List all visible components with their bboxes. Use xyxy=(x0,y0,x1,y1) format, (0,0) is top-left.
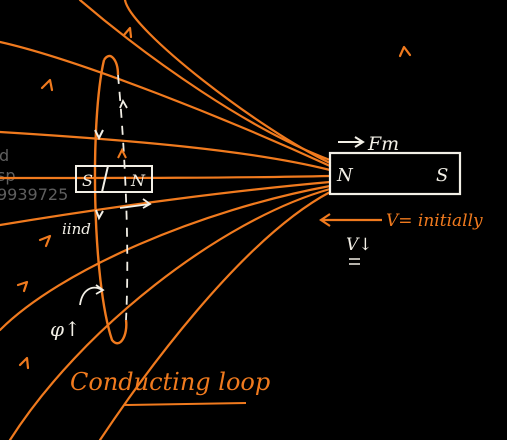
field-line-arrows xyxy=(16,26,412,370)
force-annotation: Fm xyxy=(338,133,399,155)
loop-front-edge xyxy=(93,59,128,345)
induced-current-label: iind xyxy=(62,220,91,238)
force-arrow xyxy=(338,136,365,148)
field-line-9 xyxy=(98,190,332,440)
field-arrow-4 xyxy=(16,280,29,293)
induced-magnet-north-label: N xyxy=(130,171,146,190)
loop-top xyxy=(102,54,120,76)
conducting-loop xyxy=(93,54,129,345)
caption-underline xyxy=(123,402,247,406)
velocity-decreasing-label: V↓ xyxy=(346,235,373,255)
bar-magnet: N S xyxy=(328,151,462,196)
force-label: Fm xyxy=(367,133,399,155)
field-line-2 xyxy=(123,0,332,165)
watermark-fragment-3: 9939725 xyxy=(0,185,68,204)
loop-current-arrow-up-2 xyxy=(119,98,128,109)
watermark-fragment-2: sp xyxy=(0,166,16,185)
field-arrow-5 xyxy=(18,356,30,370)
field-lines xyxy=(0,0,332,440)
induced-magnet-box xyxy=(75,165,153,193)
bar-magnet-north-label: N xyxy=(336,165,354,186)
field-line-6 xyxy=(0,180,332,227)
induced-magnet: S N xyxy=(75,165,153,193)
loop-current-arrow-up xyxy=(117,147,127,159)
flux-curved-arrow xyxy=(79,284,105,306)
field-arrow-3 xyxy=(38,234,52,248)
watermark-fragment-1: d xyxy=(0,146,9,165)
caption: Conducting loop xyxy=(70,368,270,406)
loop-side-arrow xyxy=(119,198,152,209)
watermark: d sp 9939725 xyxy=(0,146,68,204)
flux-annotation: φ↑ xyxy=(50,284,105,341)
field-line-7 xyxy=(0,184,332,332)
field-arrow-1 xyxy=(122,26,133,39)
velocity-annotation: V= initially V↓ xyxy=(319,211,483,265)
field-line-4 xyxy=(0,130,332,172)
induced-magnet-divider xyxy=(101,165,109,193)
field-line-8 xyxy=(8,187,332,440)
bar-magnet-body xyxy=(328,151,462,196)
velocity-label: V= initially xyxy=(386,211,483,231)
caption-text: Conducting loop xyxy=(70,368,270,396)
field-line-5 xyxy=(0,174,332,180)
velocity-arrow xyxy=(319,213,382,227)
field-line-3 xyxy=(0,40,332,168)
loop-current-arrow-down-2 xyxy=(95,209,104,221)
bar-magnet-south-label: S xyxy=(436,165,448,186)
loop-current-arrow-down xyxy=(94,129,104,141)
flux-label: φ↑ xyxy=(50,317,81,341)
field-arrow-6 xyxy=(398,45,412,58)
field-arrow-2 xyxy=(40,78,54,92)
induced-magnet-south-label: S xyxy=(82,171,93,190)
